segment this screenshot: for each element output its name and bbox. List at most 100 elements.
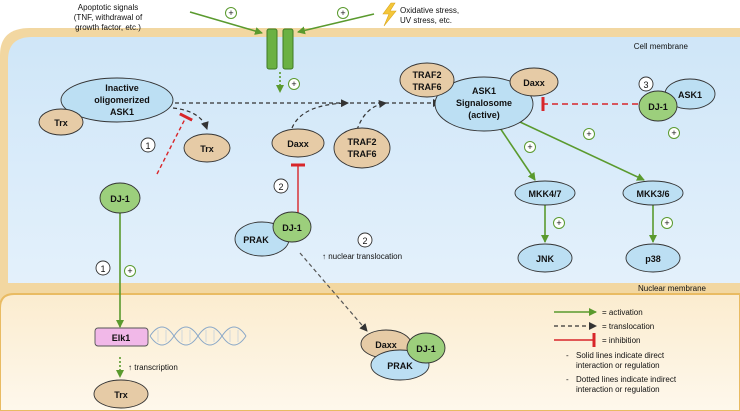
legend-note2-line1: Dotted lines indicate indirect [576, 375, 677, 384]
dj1-node-left: DJ-1 [99, 182, 141, 214]
inhibition-dj1-ask1 [156, 112, 193, 175]
svg-text:ASK1: ASK1 [678, 90, 702, 100]
nuclear-membrane-label: Nuclear membrane [638, 284, 707, 293]
svg-text:DJ-1: DJ-1 [648, 102, 668, 112]
plus-marker-p38: + [661, 217, 673, 229]
svg-text:Daxx: Daxx [375, 340, 397, 350]
svg-text:+: + [340, 8, 345, 18]
svg-text:Trx: Trx [200, 144, 214, 154]
dj1-node-right: DJ-1 [638, 90, 678, 122]
svg-text:2: 2 [362, 236, 367, 246]
plus-marker-elk1: + [124, 265, 136, 277]
apoptotic-signal-line1: Apoptotic signals [78, 3, 138, 12]
legend-note2-line2: interaction or regulation [576, 385, 660, 394]
inactive-ask1-node: Inactive oligomerized ASK1 [60, 77, 174, 123]
svg-text:Trx: Trx [54, 118, 68, 128]
svg-text:DJ-1: DJ-1 [416, 344, 436, 354]
dj1-node-nucleus: DJ-1 [406, 332, 446, 364]
trx-node-nucleus: Trx [93, 379, 149, 409]
svg-text:p38: p38 [645, 254, 661, 264]
step-1-marker-bottom: 1 [95, 260, 111, 276]
oxidative-signal-line1: Oxidative stress, [400, 6, 459, 15]
legend-note1-line2: interaction or regulation [576, 361, 660, 370]
legend-note2-dash: - [566, 375, 569, 384]
legend-note1-dash: - [566, 351, 569, 360]
svg-text:TRAF2: TRAF2 [413, 70, 442, 80]
p38-node: p38 [625, 243, 681, 273]
svg-text:3: 3 [643, 80, 648, 90]
trx-released-node: Trx [183, 133, 231, 163]
elk1-node: Elk1 [94, 327, 149, 347]
arrow-apoptotic-receptor [189, 11, 263, 35]
mkk47-node: MKK4/7 [514, 180, 576, 206]
svg-text:TRAF6: TRAF6 [413, 82, 442, 92]
plus-marker-receptor: + [288, 78, 300, 90]
svg-text:+: + [228, 8, 233, 18]
transcription-label: ↑ transcription [128, 363, 178, 372]
svg-text:Elk1: Elk1 [112, 333, 131, 343]
plus-marker-mkk47: + [524, 141, 536, 153]
svg-text:TRAF2: TRAF2 [348, 137, 377, 147]
svg-text:Trx: Trx [114, 390, 128, 400]
svg-text:oligomerized: oligomerized [94, 95, 150, 105]
plus-marker-oxidative: + [337, 7, 349, 19]
svg-text:Daxx: Daxx [287, 139, 309, 149]
arrow-daxx-to-signalosome [291, 99, 349, 129]
svg-text:2: 2 [278, 182, 283, 192]
cell-membrane-label: Cell membrane [634, 42, 689, 51]
apoptotic-signal-line3: growth factor, etc.) [75, 23, 141, 32]
svg-text:MKK3/6: MKK3/6 [636, 189, 669, 199]
plus-marker-jnk: + [553, 217, 565, 229]
lightning-icon [382, 2, 397, 27]
svg-text:PRAK: PRAK [243, 235, 269, 245]
receptor-icon [266, 28, 294, 70]
svg-text:MKK4/7: MKK4/7 [528, 189, 561, 199]
apoptotic-signal-line2: (TNF, withdrawal of [74, 13, 143, 22]
plus-marker-apoptotic: + [225, 7, 237, 19]
svg-text:(active): (active) [468, 110, 500, 120]
svg-text:DJ-1: DJ-1 [110, 194, 130, 204]
daxx-node-mid: Daxx [271, 128, 325, 158]
legend-note1-line1: Solid lines indicate direct [576, 351, 665, 360]
svg-text:PRAK: PRAK [387, 361, 413, 371]
trx-bound-node: Trx [38, 108, 84, 136]
legend: = activation = translocation = inhibitio… [554, 308, 677, 394]
plus-marker-mkk36: + [583, 128, 595, 140]
svg-text:+: + [527, 142, 532, 152]
nuclear-translocation-label: ↑ nuclear translocation [322, 252, 402, 261]
svg-text:Inactive: Inactive [105, 83, 139, 93]
step-2-marker-daxx: 2 [273, 178, 289, 194]
svg-text:+: + [556, 218, 561, 228]
step-3-marker: 3 [638, 76, 654, 92]
arrow-trx-release [172, 107, 209, 130]
step-2-marker-translocation: 2 [357, 232, 373, 248]
oxidative-signal-line2: UV stress, etc. [400, 16, 452, 25]
svg-text:Daxx: Daxx [523, 78, 545, 88]
svg-text:+: + [664, 218, 669, 228]
dna-icon [149, 326, 247, 346]
svg-text:+: + [586, 129, 591, 139]
arrow-daxx-nuclear-translocation [299, 252, 368, 332]
svg-text:1: 1 [145, 141, 150, 151]
svg-text:Signalosome: Signalosome [456, 98, 512, 108]
step-1-marker-top: 1 [140, 137, 156, 153]
svg-text:+: + [127, 266, 132, 276]
svg-text:TRAF6: TRAF6 [348, 149, 377, 159]
svg-text:JNK: JNK [536, 254, 555, 264]
plus-marker-signalosome-dj1: + [668, 127, 680, 139]
svg-text:ASK1: ASK1 [472, 86, 496, 96]
legend-inhibition-label: = inhibition [602, 336, 640, 345]
svg-text:+: + [671, 128, 676, 138]
mkk36-node: MKK3/6 [622, 180, 684, 206]
arrow-oxidative-receptor [297, 13, 375, 35]
svg-text:DJ-1: DJ-1 [282, 223, 302, 233]
svg-text:+: + [291, 79, 296, 89]
arrow-signalosome-mkk47 [499, 127, 536, 181]
dj1-node-mid: DJ-1 [272, 211, 312, 243]
legend-translocation-label: = translocation [602, 322, 654, 331]
signalosome-node: ASK1 Signalosome (active) [434, 76, 534, 132]
jnk-node: JNK [517, 243, 573, 273]
traf-node-mid: TRAF2 TRAF6 [333, 127, 391, 169]
legend-activation-label: = activation [602, 308, 643, 317]
